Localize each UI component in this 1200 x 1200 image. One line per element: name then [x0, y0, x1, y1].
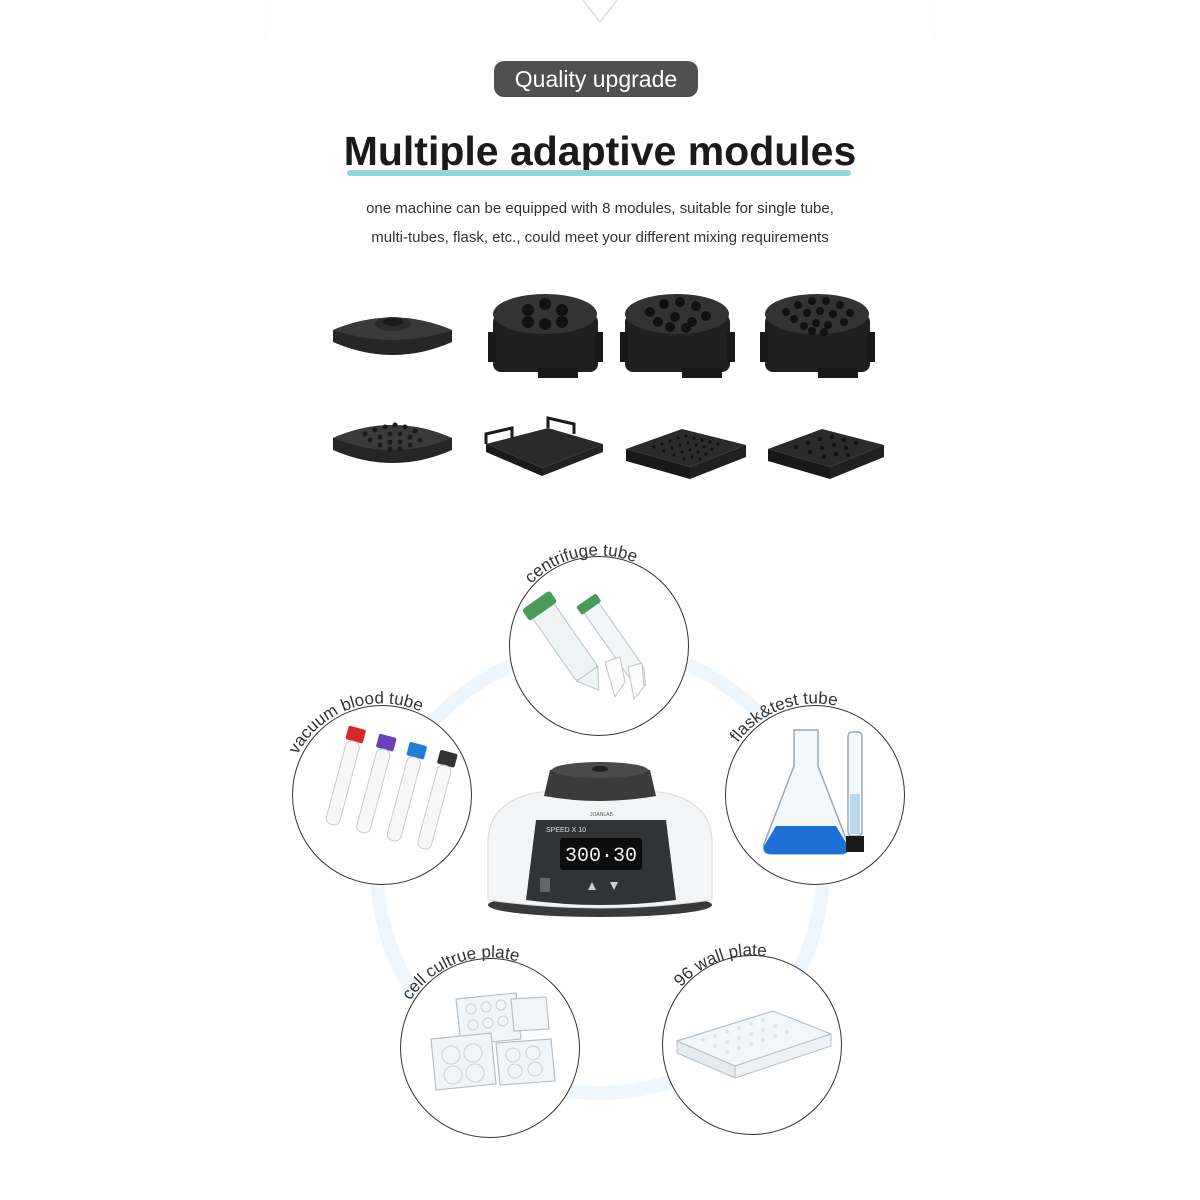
svg-text:cell cultrue plate: cell cultrue plate — [398, 942, 522, 1003]
description-line-1: one machine can be equipped with 8 modul… — [366, 200, 834, 217]
circle-vacuum-blood-tube — [292, 705, 472, 885]
quality-badge: Quality upgrade — [494, 61, 698, 97]
circle-96-well-plate — [662, 955, 842, 1135]
label-vacuum-blood-tube: vacuum blood tube — [284, 688, 426, 757]
circle-flask-test-tube — [725, 705, 905, 885]
vortex-mixer-device: 300·30 SPEED X 10 JOANLAB — [487, 762, 713, 917]
flask-test-tube-icon — [762, 729, 864, 855]
module-96-well-block — [624, 415, 749, 483]
label-96-well-plate: 96 wall plate — [670, 940, 768, 990]
96-well-plate-icon — [675, 1010, 833, 1079]
centrifuge-tube-icon — [522, 591, 647, 701]
page-title: Multiple adaptive modules — [343, 128, 857, 174]
device-brand-label: JOANLAB — [590, 812, 613, 818]
top-notch-divider — [265, 0, 935, 36]
label-centrifuge-tube: centrifuge tube — [521, 540, 640, 587]
device-display-readout: 300·30 — [565, 845, 637, 868]
title-underline — [347, 170, 851, 176]
vacuum-blood-tube-icon — [325, 725, 458, 850]
down-arrow-icon — [610, 882, 618, 890]
module-rack-10-holes — [620, 292, 735, 384]
circle-cell-culture-plate — [400, 958, 580, 1138]
svg-text:vacuum blood tube: vacuum blood tube — [284, 688, 426, 757]
module-48-well-block — [766, 415, 886, 483]
up-arrow-icon — [588, 882, 596, 890]
module-dotted-pad — [325, 410, 460, 480]
label-flask-test-tube: flask&test tube — [726, 688, 839, 745]
svg-text:96 wall plate: 96 wall plate — [670, 940, 768, 990]
device-model-label: SPEED X 10 — [546, 827, 586, 834]
module-flat-cup-pad — [325, 300, 460, 375]
module-rack-16-holes — [760, 292, 875, 384]
cell-culture-plate-icon — [430, 992, 556, 1091]
circle-centrifuge-tube — [509, 556, 689, 736]
label-cell-culture-plate: cell cultrue plate — [398, 942, 522, 1003]
svg-text:flask&test tube: flask&test tube — [726, 688, 839, 745]
svg-text:centrifuge tube: centrifuge tube — [521, 540, 640, 587]
power-indicator — [540, 878, 550, 892]
module-rack-6-holes — [488, 292, 603, 384]
description-line-2: multi-tubes, flask, etc., could meet you… — [371, 229, 829, 246]
module-open-frame — [482, 414, 607, 484]
